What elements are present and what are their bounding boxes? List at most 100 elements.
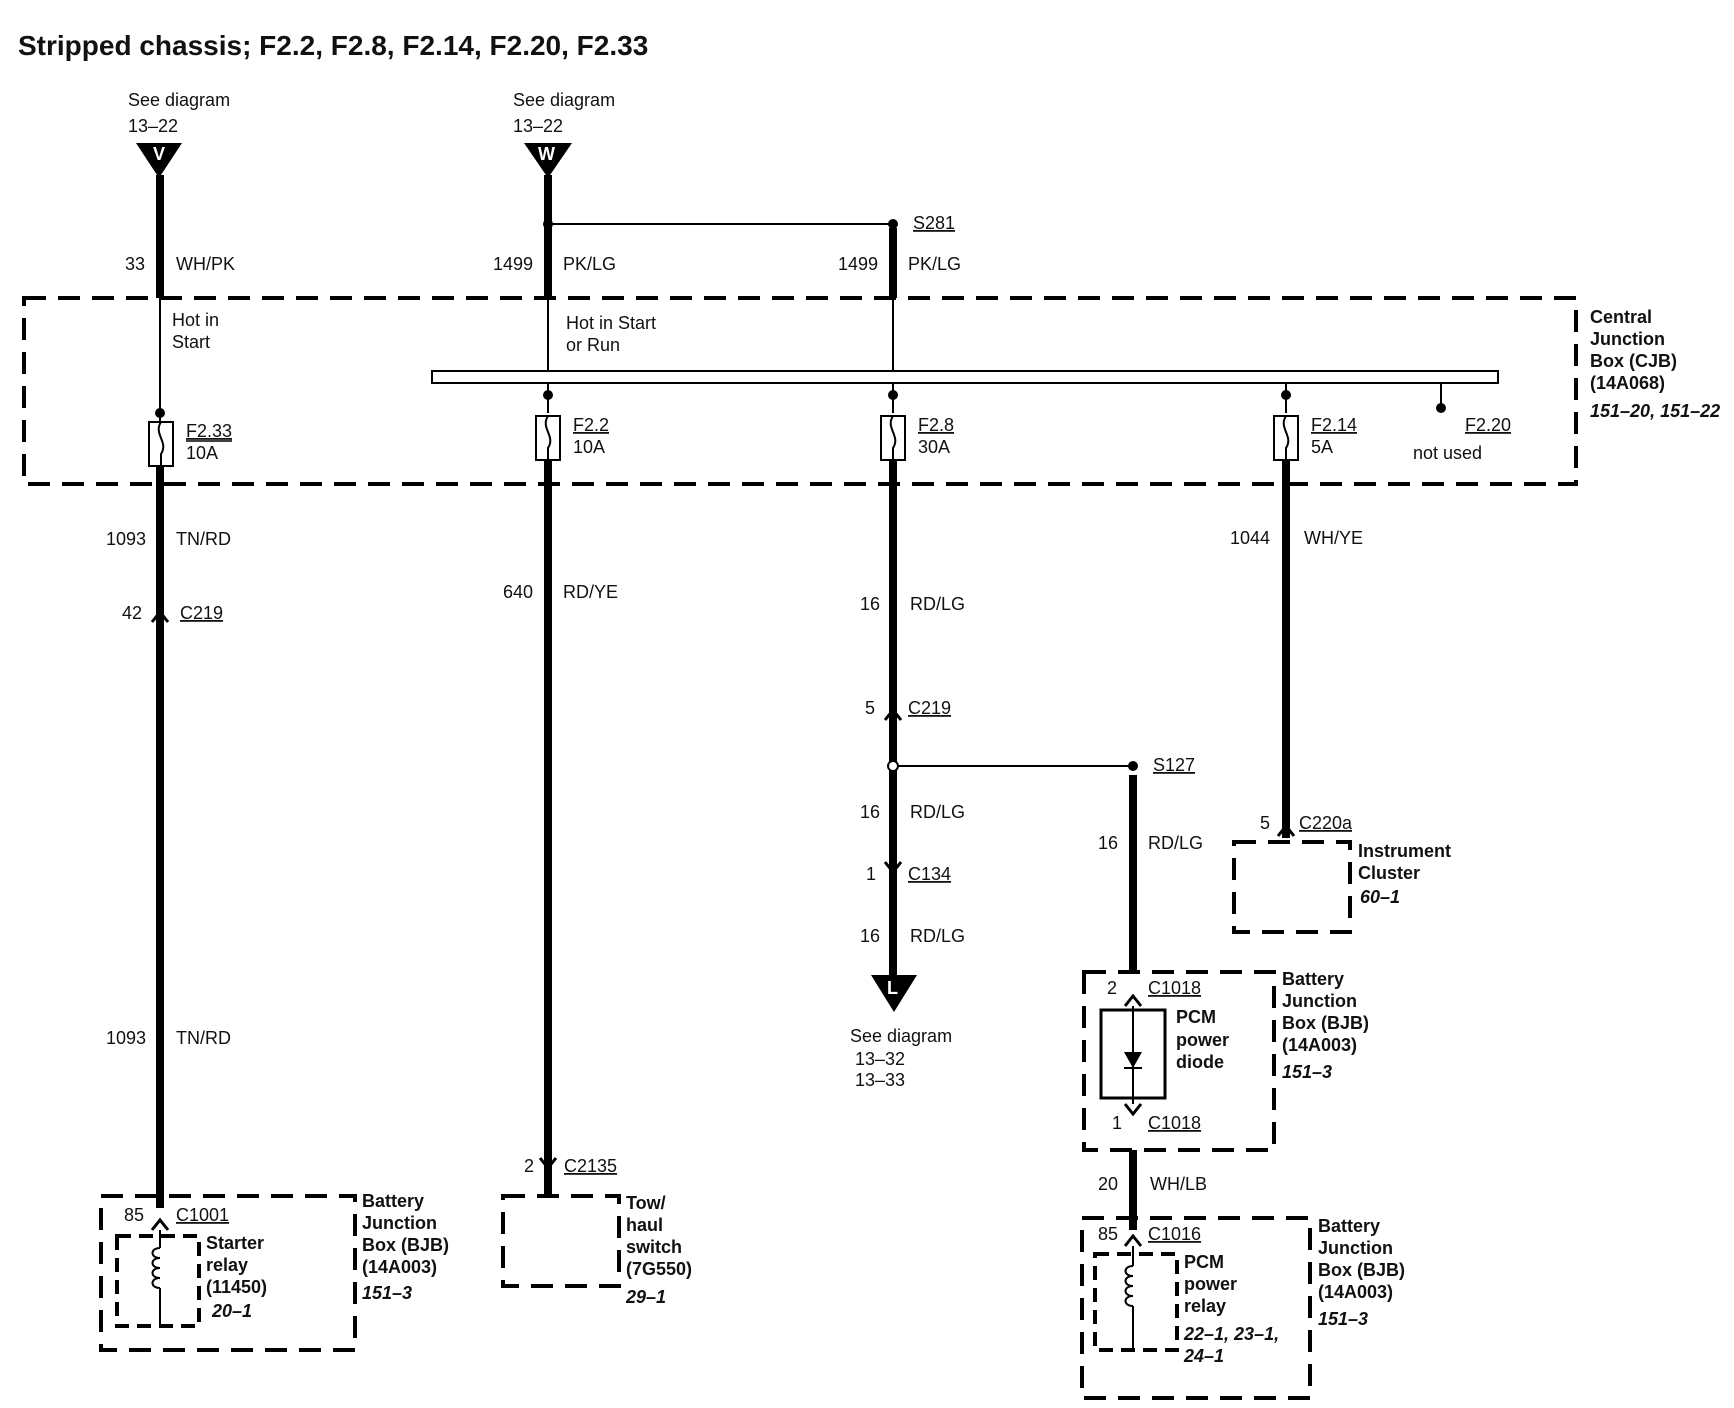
coil-icon bbox=[151, 1247, 161, 1289]
c219-pin: 42 bbox=[122, 603, 142, 623]
wire-20-circuit: 20 bbox=[1098, 1174, 1118, 1194]
connector-icon bbox=[150, 609, 170, 623]
svg-text:(7G550): (7G550) bbox=[626, 1259, 692, 1279]
cjb-outline bbox=[22, 296, 1578, 486]
svg-text:relay: relay bbox=[1184, 1296, 1226, 1316]
svg-text:(14A068): (14A068) bbox=[1590, 373, 1665, 393]
wire-16-circuit-3: 16 bbox=[860, 926, 880, 946]
svg-text:Battery: Battery bbox=[1318, 1216, 1380, 1236]
svg-text:60–1: 60–1 bbox=[1360, 887, 1400, 907]
connector-icon bbox=[150, 1217, 170, 1231]
fuse-f2-33: F2.33 10A bbox=[148, 413, 232, 467]
svg-text:See diagram: See diagram bbox=[513, 90, 615, 110]
see-diagram-l-arrow-icon bbox=[871, 975, 917, 1012]
c1018-bot-pin: 1 bbox=[1112, 1113, 1122, 1133]
svg-text:(11450): (11450) bbox=[206, 1277, 267, 1297]
pcm-power-relay-box bbox=[1093, 1252, 1179, 1352]
wire-1044-color: WH/YE bbox=[1304, 528, 1363, 548]
starter-relay-label: Starter relay (11450) 20–1 bbox=[206, 1233, 267, 1321]
fuse-f2-8: F2.8 30A bbox=[880, 415, 954, 461]
c219-b-pin: 5 bbox=[865, 698, 875, 718]
svg-text:Tow/: Tow/ bbox=[626, 1193, 666, 1213]
fuse-f2-14: F2.14 5A bbox=[1273, 415, 1357, 461]
svg-text:diode: diode bbox=[1176, 1052, 1224, 1072]
connector-icon bbox=[1123, 1233, 1143, 1247]
wire-16-s127-color: RD/LG bbox=[1148, 833, 1203, 853]
svg-text:F2.20: F2.20 bbox=[1465, 415, 1511, 435]
coil-icon bbox=[1124, 1265, 1134, 1307]
svg-text:13–33: 13–33 bbox=[855, 1070, 905, 1090]
svg-text:Starter: Starter bbox=[206, 1233, 264, 1253]
svg-text:PCM: PCM bbox=[1184, 1252, 1224, 1272]
node-dot bbox=[888, 390, 898, 400]
svg-text:W: W bbox=[538, 144, 555, 164]
instrument-cluster-box bbox=[1232, 840, 1352, 934]
connector-icon bbox=[1276, 823, 1296, 837]
see-diagram-l: See diagram 13–32 13–33 bbox=[850, 1026, 952, 1090]
fuse-f2-20: F2.20 not used bbox=[1413, 415, 1511, 463]
wire-1093-color: TN/RD bbox=[176, 529, 231, 549]
c219-b-label: C219 bbox=[908, 698, 951, 718]
svg-text:F2.8: F2.8 bbox=[918, 415, 954, 435]
svg-text:Central: Central bbox=[1590, 307, 1652, 327]
wire-33-circuit: 33 bbox=[125, 254, 145, 274]
svg-text:20–1: 20–1 bbox=[211, 1301, 252, 1321]
svg-text:(14A003): (14A003) bbox=[1318, 1282, 1393, 1302]
node-dot bbox=[1436, 403, 1446, 413]
svg-text:Box (BJB): Box (BJB) bbox=[1318, 1260, 1405, 1280]
wire-16-s127-circuit: 16 bbox=[1098, 833, 1118, 853]
wire-1499-a-circuit: 1499 bbox=[493, 254, 533, 274]
instrument-cluster-label: Instrument Cluster 60–1 bbox=[1358, 841, 1451, 907]
wire-20-color: WH/LB bbox=[1150, 1174, 1207, 1194]
starter-relay-box bbox=[115, 1234, 201, 1328]
svg-text:13–22: 13–22 bbox=[513, 116, 563, 136]
c1016-pin: 85 bbox=[1098, 1224, 1118, 1244]
svg-text:13–32: 13–32 bbox=[855, 1049, 905, 1069]
c1016-label: C1016 bbox=[1148, 1224, 1201, 1244]
svg-text:10A: 10A bbox=[186, 443, 218, 463]
svg-text:Box (BJB): Box (BJB) bbox=[1282, 1013, 1369, 1033]
tow-haul-switch-label: Tow/ haul switch (7G550) 29–1 bbox=[625, 1193, 692, 1307]
svg-text:29–1: 29–1 bbox=[625, 1287, 666, 1307]
wire-1499-a-color: PK/LG bbox=[563, 254, 616, 274]
svg-text:See diagram: See diagram bbox=[128, 90, 230, 110]
svg-text:10A: 10A bbox=[573, 437, 605, 457]
c1018-top-pin: 2 bbox=[1107, 978, 1117, 998]
svg-text:Instrument: Instrument bbox=[1358, 841, 1451, 861]
svg-text:Cluster: Cluster bbox=[1358, 863, 1420, 883]
wire-33-color: WH/PK bbox=[176, 254, 235, 274]
cjb-bus-bar bbox=[431, 370, 1499, 384]
connector-icon bbox=[883, 707, 903, 721]
svg-text:PCM: PCM bbox=[1176, 1007, 1216, 1027]
hot-in-start-or-run: Hot in Start bbox=[566, 313, 656, 333]
hot-in-start-label-2: Start bbox=[172, 332, 210, 352]
bjb-box-3 bbox=[1080, 1216, 1312, 1400]
svg-text:Battery: Battery bbox=[362, 1191, 424, 1211]
c2135-pin: 2 bbox=[524, 1156, 534, 1176]
svg-text:Junction: Junction bbox=[362, 1213, 437, 1233]
c1018-bot-label: C1018 bbox=[1148, 1113, 1201, 1133]
see-diagram-l-letter: L bbox=[887, 978, 898, 998]
svg-text:Box (BJB): Box (BJB) bbox=[362, 1235, 449, 1255]
svg-text:(14A003): (14A003) bbox=[1282, 1035, 1357, 1055]
svg-text:(14A003): (14A003) bbox=[362, 1257, 437, 1277]
c2135-label: C2135 bbox=[564, 1156, 617, 1176]
svg-text:24–1: 24–1 bbox=[1183, 1346, 1224, 1366]
wire-1093-color-2: TN/RD bbox=[176, 1028, 231, 1048]
tow-haul-switch-box bbox=[501, 1194, 621, 1288]
connector-icon bbox=[1123, 1103, 1143, 1117]
diode-icon bbox=[1124, 1052, 1142, 1068]
wire-16-color: RD/LG bbox=[910, 594, 965, 614]
wire-640-color: RD/YE bbox=[563, 582, 618, 602]
node-dot bbox=[1281, 390, 1291, 400]
svg-text:151–3: 151–3 bbox=[362, 1283, 412, 1303]
fuse-f2-2: F2.2 10A bbox=[535, 415, 609, 461]
svg-text:See diagram: See diagram bbox=[850, 1026, 952, 1046]
c1001-pin: 85 bbox=[124, 1205, 144, 1225]
bjb-label-2: Battery Junction Box (BJB) (14A003) 151–… bbox=[1282, 969, 1369, 1082]
wire-640-circuit: 640 bbox=[503, 582, 533, 602]
c134-label: C134 bbox=[908, 864, 951, 884]
hot-in-start-label: Hot in bbox=[172, 310, 219, 330]
svg-text:F2.2: F2.2 bbox=[573, 415, 609, 435]
